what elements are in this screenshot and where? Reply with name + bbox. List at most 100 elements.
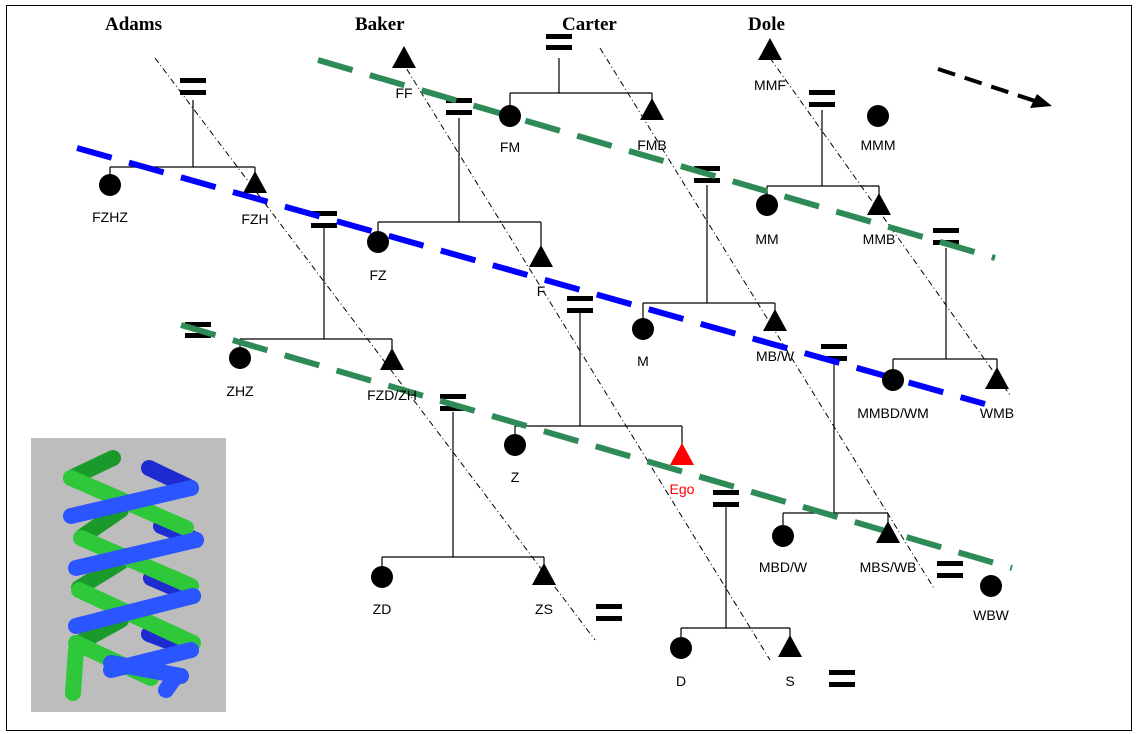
person-label: Ego: [670, 481, 695, 497]
marriage-sign: [180, 78, 206, 95]
female-circle-icon: [867, 105, 889, 127]
marriage-sign: [694, 166, 720, 183]
person-zhz: ZHZ: [226, 347, 254, 399]
male-triangle-icon: [243, 171, 267, 193]
person-fzh: FZH: [241, 171, 269, 227]
person-label: FZHZ: [92, 209, 128, 225]
person-label: MMM: [861, 137, 896, 153]
person-label: WMB: [980, 405, 1014, 421]
lineage-line-dole: [769, 57, 1011, 396]
marriage-sign: [596, 604, 622, 621]
person-zd: ZD: [371, 566, 393, 617]
generation-lines: [76, 57, 1013, 571]
female-circle-icon: [367, 231, 389, 253]
marriage-sign: [567, 296, 593, 313]
male-triangle-icon: [758, 38, 782, 60]
person-mmbd-wm: MMBD/WM: [857, 369, 929, 421]
male-triangle-icon: [763, 309, 787, 331]
person-wbw: WBW: [973, 575, 1010, 623]
female-circle-icon: [504, 434, 526, 456]
helix-blue-front: [63, 480, 204, 698]
male-triangle-icon: [867, 193, 891, 215]
lineage-line-carter: [599, 47, 936, 591]
person-label: MM: [755, 231, 778, 247]
person-label: Z: [511, 469, 520, 485]
female-circle-icon: [756, 194, 778, 216]
person-label: ZD: [373, 601, 392, 617]
male-triangle-icon: [778, 635, 802, 657]
blue-line: [76, 145, 986, 407]
person-mb-w: MB/W: [756, 309, 795, 364]
helix-image: [31, 438, 226, 712]
person-label: FF: [395, 85, 412, 101]
descent-lines: [109, 58, 998, 638]
person-label: MMBD/WM: [857, 405, 929, 421]
people-layer: FF FM FMB MMF MMM FZHZ FZH FZ F MM MMB M MB/W MMBD/WM…: [92, 38, 1014, 689]
person-label: FZH: [241, 211, 268, 227]
person-mmb: MMB: [863, 193, 896, 247]
lineage-line-baker: [399, 57, 771, 661]
person-label: MMB: [863, 231, 896, 247]
marriage-sign: [185, 322, 211, 338]
person-label: FZ: [369, 267, 387, 283]
helix-green-back: [63, 450, 129, 651]
marriage-sign: [311, 211, 337, 228]
person-fmb: FMB: [637, 98, 667, 153]
person-label: F: [537, 283, 546, 299]
female-circle-icon: [772, 525, 794, 547]
person-label: ZS: [535, 601, 553, 617]
person-mbd-w: MBD/W: [759, 525, 808, 575]
lineage-name-carter: Carter: [562, 14, 617, 35]
lineage-names: Adams Baker Carter Dole: [105, 14, 785, 35]
person-label: MB/W: [756, 348, 795, 364]
male-triangle-icon: [985, 367, 1009, 389]
person-m: M: [632, 318, 654, 369]
person-label: FMB: [637, 137, 667, 153]
male-triangle-icon: [532, 563, 556, 585]
lineage-line-adams: [154, 57, 596, 641]
person-label: FM: [500, 139, 520, 155]
marriage-sign: [546, 34, 572, 50]
person-fm: FM: [499, 105, 521, 155]
male-triangle-icon: [392, 46, 416, 68]
female-circle-icon: [632, 318, 654, 340]
person-mmm: MMM: [861, 105, 896, 153]
marriage-sign: [809, 90, 835, 107]
person-s: S: [778, 635, 802, 689]
marriage-sign: [829, 670, 855, 687]
male-triangle-icon: [380, 348, 404, 370]
marriage-sign: [713, 490, 739, 507]
person-ego: Ego: [670, 443, 695, 497]
lineage-lines: [154, 47, 1011, 661]
female-circle-icon: [229, 347, 251, 369]
person-fzhz: FZHZ: [92, 174, 128, 225]
female-circle-icon: [980, 575, 1002, 597]
arrowhead-icon: [1030, 94, 1052, 108]
male-triangle-icon: [529, 245, 553, 267]
person-label: MMF: [754, 77, 786, 93]
person-label: S: [785, 673, 794, 689]
female-circle-icon: [99, 174, 121, 196]
marriage-sign: [440, 394, 466, 411]
male-triangle-icon: [876, 521, 900, 543]
helix-illustration: [63, 450, 204, 701]
person-z: Z: [504, 434, 526, 485]
person-zs: ZS: [532, 563, 556, 617]
green-line-bottom: [180, 322, 1013, 571]
male-triangle-icon: [640, 98, 664, 120]
person-label: MBS/WB: [860, 559, 917, 575]
person-fzd-zh: FZD/ZH: [367, 348, 417, 403]
person-mm: MM: [755, 194, 779, 247]
person-mbs-wb: MBS/WB: [860, 521, 917, 575]
person-label: ZHZ: [226, 383, 254, 399]
person-wmb: WMB: [980, 367, 1014, 421]
marriage-signs: [180, 34, 963, 687]
green-line-top: [317, 57, 996, 261]
person-label: WBW: [973, 607, 1010, 623]
marriage-sign: [937, 561, 963, 578]
person-ff: FF: [392, 46, 416, 101]
female-circle-icon: [499, 105, 521, 127]
person-label: M: [637, 353, 649, 369]
female-circle-icon: [371, 566, 393, 588]
